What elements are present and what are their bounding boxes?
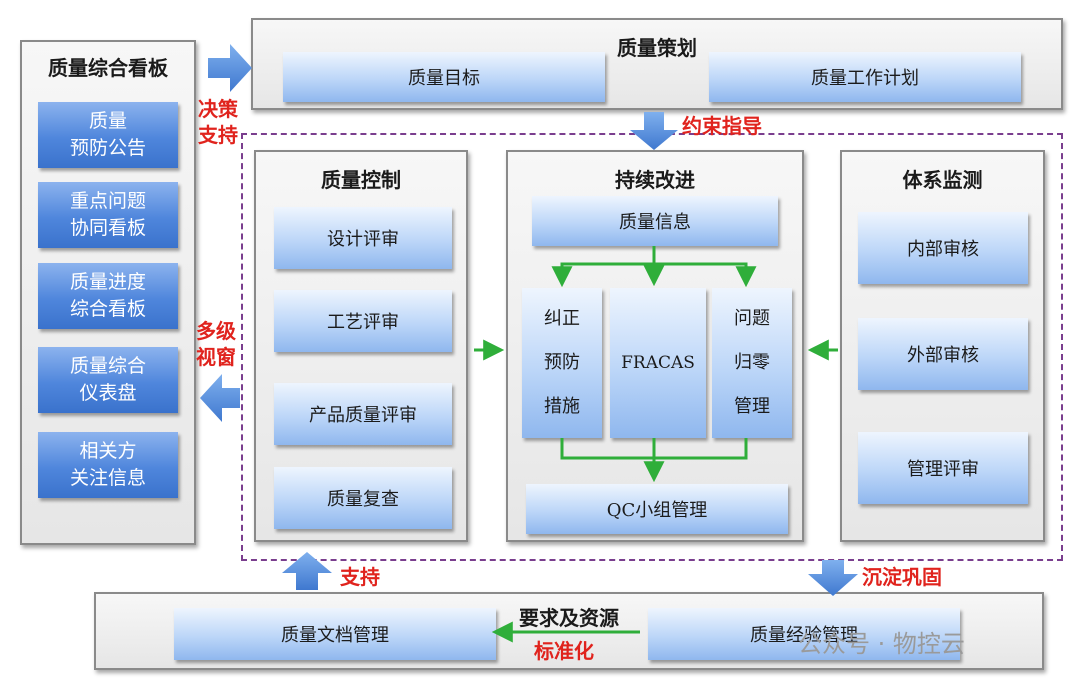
- arrow-consolidate: [808, 560, 858, 596]
- resources-doc-management[interactable]: 质量文档管理: [174, 608, 496, 660]
- monitor-management-review[interactable]: 管理评审: [858, 432, 1028, 504]
- planning-work-plan[interactable]: 质量工作计划: [709, 52, 1021, 102]
- control-process-review[interactable]: 工艺评审: [274, 290, 452, 352]
- dashboard-item-key-issues[interactable]: 重点问题协同看板: [38, 182, 178, 248]
- label-consolidate: 沉淀巩固: [862, 565, 942, 589]
- label-constraint-guidance: 约束指导: [682, 114, 762, 138]
- improve-fracas[interactable]: FRACAS: [610, 288, 706, 438]
- control-design-review[interactable]: 设计评审: [274, 207, 452, 269]
- monitor-external-audit[interactable]: 外部审核: [858, 318, 1028, 390]
- arrow-multi-level-window: [200, 374, 240, 422]
- label-multi-level-window: 多级视窗: [196, 319, 236, 369]
- dashboard-item-progress[interactable]: 质量进度综合看板: [38, 263, 178, 329]
- arrow-decision-support: [208, 44, 252, 92]
- resources-title: 要求及资源: [519, 606, 619, 630]
- control-title: 质量控制: [321, 168, 401, 192]
- arrow-support: [282, 552, 332, 590]
- monitor-panel: 体系监测 内部审核 外部审核 管理评审: [840, 150, 1045, 542]
- monitor-title: 体系监测: [902, 168, 983, 192]
- monitor-internal-audit[interactable]: 内部审核: [858, 212, 1028, 284]
- control-product-review[interactable]: 产品质量评审: [274, 383, 452, 445]
- dashboard-item-prevention[interactable]: 质量预防公告: [38, 102, 178, 168]
- control-recheck[interactable]: 质量复查: [274, 467, 452, 529]
- planning-panel: 质量策划 质量目标 质量工作计划: [251, 18, 1063, 110]
- watermark: 公众号 · 物控云: [798, 630, 965, 658]
- label-standardization: 标准化: [534, 639, 594, 663]
- label-support: 支持: [340, 565, 380, 589]
- improve-info[interactable]: 质量信息: [532, 196, 778, 246]
- improve-corrective[interactable]: 纠正 预防 措施: [522, 288, 602, 438]
- dashboard-panel: 质量综合看板 质量预防公告 重点问题协同看板 质量进度综合看板 质量综合仪表盘 …: [20, 40, 196, 545]
- dashboard-item-stakeholder[interactable]: 相关方关注信息: [38, 432, 178, 498]
- planning-title: 质量策划: [617, 36, 697, 60]
- planning-target[interactable]: 质量目标: [283, 52, 605, 102]
- dashboard-item-instrument[interactable]: 质量综合仪表盘: [38, 347, 178, 413]
- improve-title: 持续改进: [615, 168, 695, 192]
- resources-exp-management[interactable]: 质量经验管理: [648, 608, 960, 660]
- improve-qc-group[interactable]: QC小组管理: [526, 484, 788, 534]
- improve-zeroing[interactable]: 问题 归零 管理: [712, 288, 792, 438]
- label-decision-support: 决策支持: [198, 97, 238, 147]
- dashboard-title: 质量综合看板: [48, 56, 168, 80]
- control-panel: 质量控制 设计评审 工艺评审 产品质量评审 质量复查: [254, 150, 468, 542]
- arrow-constraint-guidance: [630, 112, 678, 150]
